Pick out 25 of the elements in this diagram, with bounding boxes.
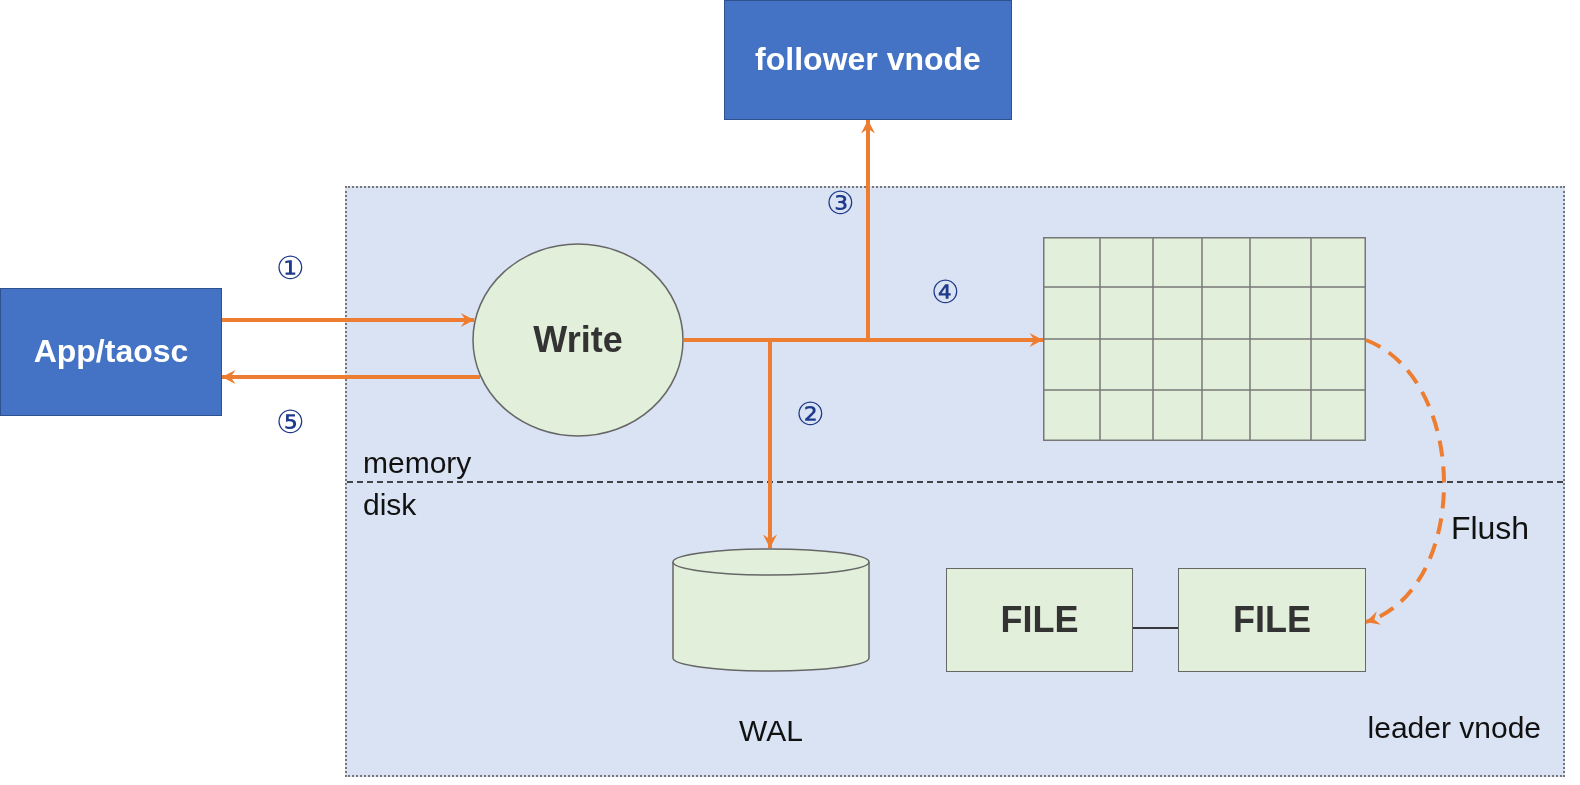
connector-line: [1132, 627, 1179, 629]
arrow: [222, 370, 480, 384]
edge-label: ②: [795, 395, 825, 433]
box-label: follower vnode: [755, 40, 981, 80]
edge-label: ①: [275, 249, 305, 287]
container-panel: [345, 186, 1565, 777]
container-label: leader vnode: [1367, 711, 1541, 745]
arrow: [1365, 338, 1446, 624]
text-label: memory: [363, 446, 472, 480]
edge-label: ④: [930, 273, 960, 311]
arrow: [684, 333, 1043, 347]
edge-label: ③: [825, 184, 855, 222]
process-box: [724, 0, 1012, 120]
process-box: [0, 288, 222, 416]
node-label: Write: [533, 319, 623, 361]
box-label: App/taosc: [33, 332, 189, 372]
box-label: FILE: [1000, 599, 1079, 641]
text-label: disk: [363, 488, 417, 522]
edge-label: ⑤: [275, 403, 305, 441]
file-box: [1178, 568, 1366, 672]
box-label: FILE: [1233, 599, 1311, 641]
file-box: [946, 568, 1133, 672]
cylinder-label: WAL: [739, 714, 803, 748]
arrow: [222, 313, 475, 327]
edge-label: Flush: [1450, 509, 1530, 547]
